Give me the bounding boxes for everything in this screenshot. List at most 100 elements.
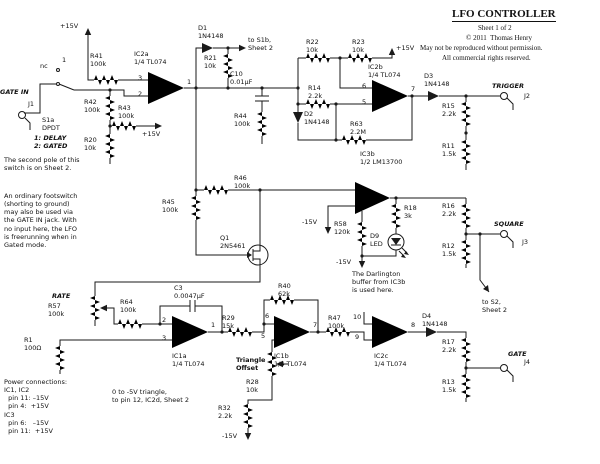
wires-comparator-stage: [184, 47, 514, 170]
ground-symbol: [458, 402, 474, 409]
plus15-arrow: [155, 122, 162, 130]
ic2b-label: IC2b 1/4 TL074: [368, 63, 401, 80]
r28-label: R28 10k: [246, 378, 259, 395]
jack-j1-symbol: [18, 111, 26, 119]
switch-s1a-contact: [56, 82, 60, 86]
resistor-r16-symbol: [461, 204, 471, 228]
r18-label: R18 3k: [404, 204, 417, 221]
resistor-r15-symbol: [461, 102, 471, 126]
ic2a-pin1: 1: [187, 78, 192, 86]
ground-symbol: [505, 110, 521, 117]
ic2a-pin2: 2: [138, 90, 143, 98]
minus15-arrow: [244, 433, 252, 440]
potentiometer-r57-symbol: [90, 296, 100, 320]
r44-label: R44 100k: [234, 112, 251, 129]
rate-label: RATE: [52, 292, 71, 300]
s1a-modes-label: 1: DELAY 2: GATED: [34, 134, 68, 151]
jack-j4-symbol: [500, 364, 508, 372]
note-to-s2: to S2, Sheet 2: [482, 298, 507, 315]
d4-label: D4 1N4148: [422, 312, 448, 329]
r20-label: R20 10k: [84, 136, 97, 153]
resistor-r20-symbol: [105, 134, 115, 158]
resistor-r32-symbol: [243, 404, 253, 428]
resistor-r46-symbol: [204, 185, 228, 195]
opamp-ic1b-symbol: [274, 316, 310, 348]
resistor-r45-symbol: [191, 196, 201, 220]
r23-label: R23 10k: [352, 38, 365, 55]
arrows: [84, 28, 489, 440]
resistor-r23-symbol: [348, 53, 372, 63]
r58-label: R58 120k: [334, 220, 351, 237]
d1-label: D1 1N4148: [198, 24, 224, 41]
r64-label: R64 100k: [120, 298, 137, 315]
plus15-label: +15V: [396, 44, 415, 52]
ic2c-pin8: 8: [411, 321, 416, 329]
gate-jack-label: GATE: [508, 350, 527, 358]
r15-label: R15 2.2k: [442, 102, 457, 119]
j2-label: J2: [524, 92, 531, 100]
ic1a-pin3: 3: [162, 334, 167, 342]
ic2a-label: IC2a 1/4 TL074: [134, 50, 167, 67]
note-darlington: The Darlington buffer from IC3b is used …: [352, 270, 406, 295]
notice-1: May not be reproduced without permission…: [420, 44, 543, 52]
r42-label: R42 100k: [84, 98, 101, 115]
nc-label: nc: [40, 62, 48, 70]
resistor-r42-symbol: [105, 96, 115, 120]
minus15-arrow: [324, 227, 332, 234]
j4-label: J4: [524, 358, 531, 366]
opamp-ic2b-symbol: [372, 80, 408, 112]
diode-d1-symbol: [202, 43, 213, 53]
resistor-r17-symbol: [461, 338, 471, 362]
diode-d2-symbol: [293, 112, 303, 123]
triangle-offset-label: Triangle Offset: [236, 356, 266, 373]
resistor-r1-symbol: [55, 346, 65, 370]
plus15-arrow: [84, 28, 92, 35]
trigger-jack-label: TRIGGER: [492, 82, 524, 90]
jack-j2-symbol: [500, 92, 508, 100]
resistor-r18-symbol: [391, 204, 401, 228]
ic1b-label: IC1b 1/4 TL074: [274, 352, 307, 369]
diode-d3-symbol: [428, 91, 439, 101]
minus15-label: -15V: [302, 218, 318, 226]
r45-label: R45 100k: [162, 198, 179, 215]
c3-label: C3 0.0047µF: [174, 284, 205, 301]
ic1a-label: IC1a 1/4 TL074: [172, 352, 205, 369]
ic1a-pin2: 2: [162, 316, 167, 324]
r63-label: R63 2.2M: [350, 120, 366, 137]
opamp-ic3b-symbol: [355, 182, 390, 214]
q1-label: Q1 2N5461: [220, 234, 246, 251]
r21-label: R21 10k: [204, 54, 217, 71]
switch-s1a-nc-contact: [56, 68, 60, 72]
r12-label: R12 1.5k: [442, 242, 457, 259]
wires-gate-stage: [408, 331, 514, 402]
ground-symbol: [505, 382, 521, 389]
ic2b-pin6: 6: [362, 82, 367, 90]
note-footswitch: An ordinary footswitch (shorting to grou…: [4, 192, 78, 249]
note-triangle-out: 0 to -5V triangle, to pin 12, IC2d, Shee…: [112, 388, 189, 405]
r41-label: R41 100k: [90, 52, 107, 69]
plus15-label: +15V: [60, 22, 79, 30]
wire-network: [24, 34, 514, 434]
minus15-label: -15V: [222, 432, 238, 440]
ic2b-pin7: 7: [411, 85, 416, 93]
note-second-pole: The second pole of this switch is on She…: [4, 156, 80, 173]
ic1b-pin5: 5: [261, 332, 266, 340]
sheet-number: Sheet 1 of 2: [478, 24, 512, 32]
minus15-arrow: [358, 261, 366, 268]
r17-label: R17 2.2k: [442, 338, 457, 355]
opamps: [148, 72, 408, 348]
resistor-r43-symbol: [112, 121, 136, 131]
notice-2: All commercial rights reserved.: [442, 54, 531, 62]
opamp-ic2c-symbol: [372, 316, 408, 348]
ground-symbol: [87, 326, 103, 333]
d3-label: D3 1N4148: [424, 72, 450, 89]
ic2c-pin10: 10: [353, 313, 362, 321]
r46-label: R46 100k: [234, 174, 251, 191]
j3-label: J3: [522, 238, 529, 246]
ground-symbol: [102, 164, 118, 171]
ground-symbol: [505, 248, 521, 255]
ic2c-pin9: 9: [355, 333, 360, 341]
pot-wiper-arrow: [100, 304, 107, 312]
